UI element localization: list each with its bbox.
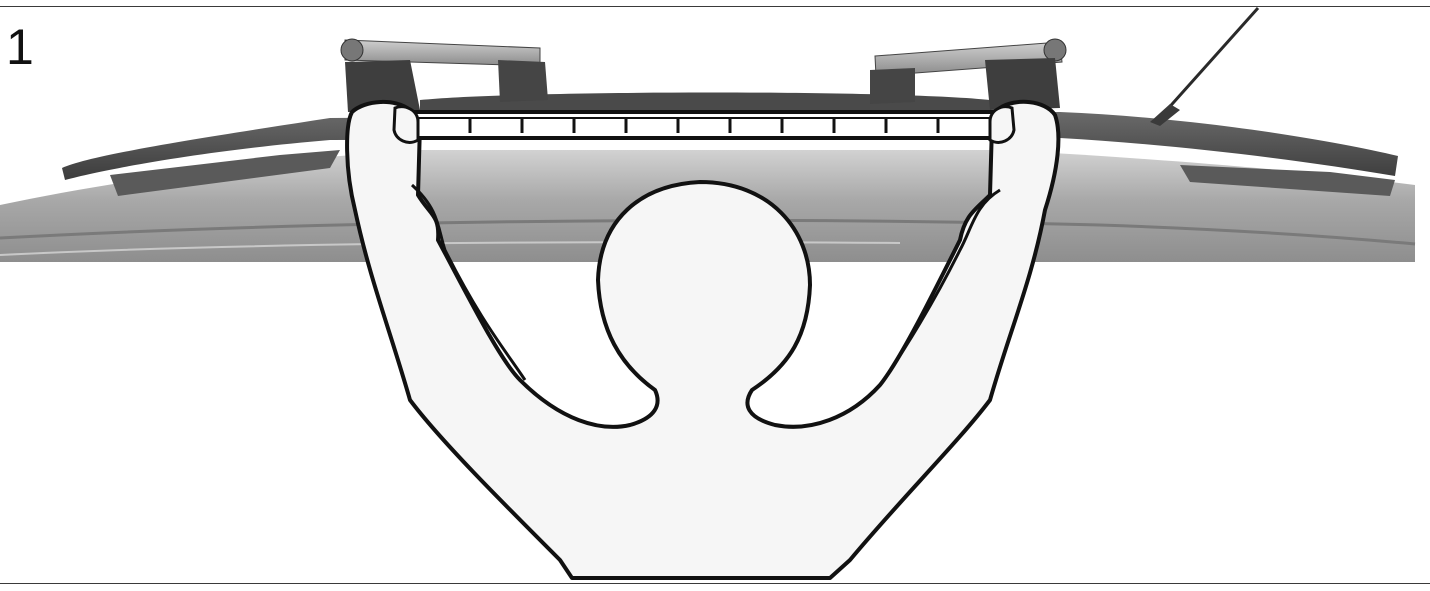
measuring-bar-icon bbox=[394, 107, 1014, 143]
antenna-icon bbox=[1150, 8, 1258, 126]
step-number: 1 bbox=[6, 22, 34, 72]
